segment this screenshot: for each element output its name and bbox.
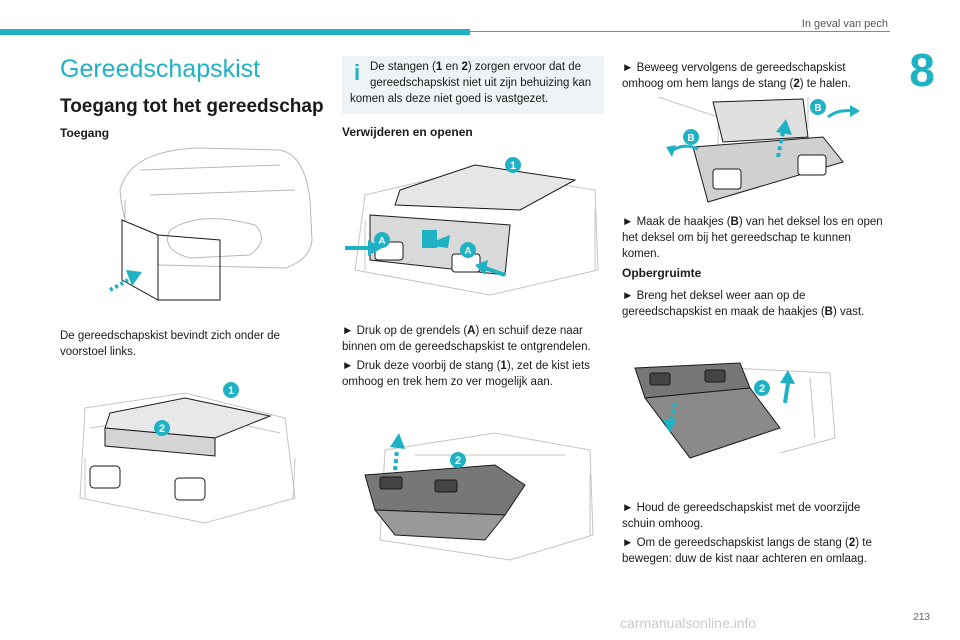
lower-arrow-icon xyxy=(663,420,676,433)
unhook-left-arrow-icon xyxy=(666,145,676,157)
callout-2-badge xyxy=(450,452,466,468)
open-lid-illustration: B B xyxy=(658,97,860,203)
page-number: 213 xyxy=(913,612,930,623)
step-3: ► Beweeg vervolgens de gereedschapskist … xyxy=(622,62,851,90)
lift-toolbox-illustration: 2 xyxy=(364,432,594,561)
callout-2-label: 2 xyxy=(159,423,165,435)
callout-2-badge xyxy=(754,380,770,396)
step-7: ► Om de gereedschapskist langs de stang … xyxy=(622,537,872,565)
callout-B-left-label: B xyxy=(687,133,694,144)
step-1: ► Druk op de grendels (A) en schuif deze… xyxy=(342,325,591,353)
callout-B-right-label: B xyxy=(814,103,821,114)
callout-1-badge xyxy=(223,382,239,398)
access-heading: Toegang xyxy=(60,126,110,140)
callout-A-left-label: A xyxy=(378,236,385,247)
callout-B-left-badge xyxy=(683,129,699,145)
lift-lid-arrow-icon xyxy=(776,119,792,135)
lift-arrow-icon xyxy=(390,433,405,449)
section-header: In geval van pech xyxy=(801,18,888,30)
access-text: De gereedschapskist bevindt zich onder d… xyxy=(60,330,280,358)
info-icon: i xyxy=(353,60,361,85)
storage-heading: Opbergruimte xyxy=(622,266,702,280)
callout-1-label: 1 xyxy=(510,160,516,172)
watermark: carmanualsonline.info xyxy=(620,615,757,631)
section-subtitle: Toegang tot het gereedschap xyxy=(60,96,324,117)
tilt-toolbox-illustration: 2 xyxy=(634,362,836,459)
push-arrow-icon xyxy=(109,270,142,292)
callout-1-badge xyxy=(505,157,521,173)
callout-A-right-label: A xyxy=(464,246,471,257)
unlock-toolbox-illustration: 1 A A xyxy=(345,157,599,296)
step-5: ► Breng het deksel weer aan op de gereed… xyxy=(622,290,865,318)
info-box: i De stangen (1 en 2) zorgen ervoor dat … xyxy=(342,56,604,114)
seat-illustration xyxy=(109,147,313,301)
chapter-number: 8 xyxy=(909,44,935,96)
callout-B-right-badge xyxy=(810,99,826,115)
unhook-right-arrow-icon xyxy=(850,105,860,117)
callout-2-label: 2 xyxy=(759,383,765,395)
step-2: ► Druk deze voorbij de stang (1), zet de… xyxy=(342,360,590,388)
callout-A-right-badge xyxy=(460,242,476,258)
callout-1-label: 1 xyxy=(228,385,234,397)
raise-arrow-icon xyxy=(780,370,795,384)
push-right-arrow-icon xyxy=(368,240,382,256)
callout-2-badge xyxy=(154,420,170,436)
toolbox-in-seat-illustration: 1 2 xyxy=(79,382,296,524)
page-title: Gereedschapskist xyxy=(60,55,261,83)
step-4: ► Maak de haakjes (B) van het deksel los… xyxy=(622,216,883,260)
remove-heading: Verwijderen en openen xyxy=(342,125,473,139)
push-left-arrow-icon xyxy=(475,260,488,275)
callout-2-label: 2 xyxy=(455,455,461,467)
step-6: ► Houd de gereedschapskist met de voorzi… xyxy=(622,502,861,530)
header-rule xyxy=(470,31,890,32)
callout-A-left-badge xyxy=(374,232,390,248)
header-accent-bar xyxy=(0,29,470,35)
